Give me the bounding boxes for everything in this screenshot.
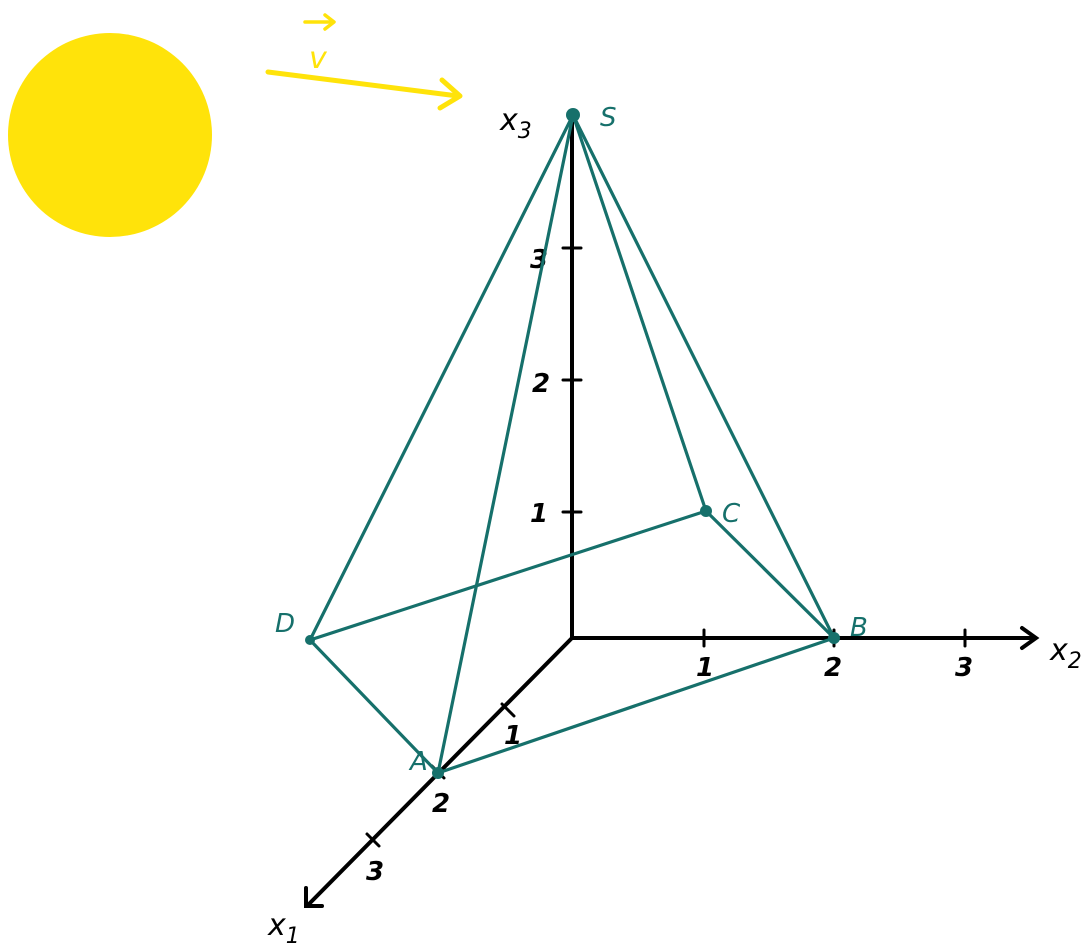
x2-tick-label-2: 2 — [824, 653, 842, 683]
pyramid-edges — [308, 113, 836, 775]
x2-tick-label-3: 3 — [955, 653, 973, 683]
vertex-s-label: S — [600, 103, 617, 133]
vector-arrow-head — [437, 77, 463, 111]
x3-tick-label-1: 1 — [530, 499, 548, 529]
vertex-b-label: B — [850, 613, 868, 643]
edge-c-d — [308, 509, 708, 642]
vertex-d-dot — [305, 635, 315, 645]
sun-icon — [8, 33, 212, 237]
x2-axis-label: x2 — [1049, 633, 1082, 674]
x2-axis-arrowhead — [1020, 626, 1040, 650]
vertex-a-label: A — [408, 747, 428, 777]
pyramid-vertices — [305, 108, 840, 779]
x1-tick-label-3: 3 — [366, 857, 384, 887]
x3-tick-label-2: 2 — [532, 369, 550, 399]
tick-labels: 1 2 3 1 2 3 1 2 3 — [366, 245, 973, 887]
x1-tick-label-2: 2 — [432, 789, 450, 819]
coordinate-axes — [304, 113, 1040, 908]
x1-tick-label-1: 1 — [504, 721, 522, 751]
edge-s-a — [436, 113, 575, 775]
edge-s-c — [571, 113, 708, 513]
vertex-s-dot — [566, 108, 580, 122]
x1-axis-label: x1 — [267, 908, 300, 949]
x1-tick-1 — [500, 702, 516, 718]
vertex-d-label: D — [275, 609, 295, 639]
edge-b-c — [704, 509, 836, 640]
edge-s-b — [571, 113, 836, 640]
vector-arrow-shaft — [265, 69, 461, 99]
vector-label-arrow-head — [323, 13, 336, 31]
edge-s-d — [308, 113, 575, 642]
vertex-labels: A B C D S — [275, 103, 868, 777]
vertex-c-dot — [700, 505, 712, 517]
light-vector: v — [265, 13, 463, 111]
x1-tick-3 — [365, 832, 381, 848]
vector-label: v — [309, 41, 328, 76]
vertex-c-label: C — [722, 499, 741, 529]
edge-d-a — [308, 638, 440, 775]
edge-a-b — [436, 636, 836, 775]
vertex-a-dot — [432, 767, 444, 779]
x3-axis-label: x3 — [499, 103, 532, 144]
x1-axis-arrowhead — [304, 886, 324, 908]
vertex-b-dot — [828, 632, 840, 644]
axis-labels: x3 x2 x1 — [267, 103, 1082, 949]
x2-tick-label-1: 1 — [696, 653, 714, 683]
